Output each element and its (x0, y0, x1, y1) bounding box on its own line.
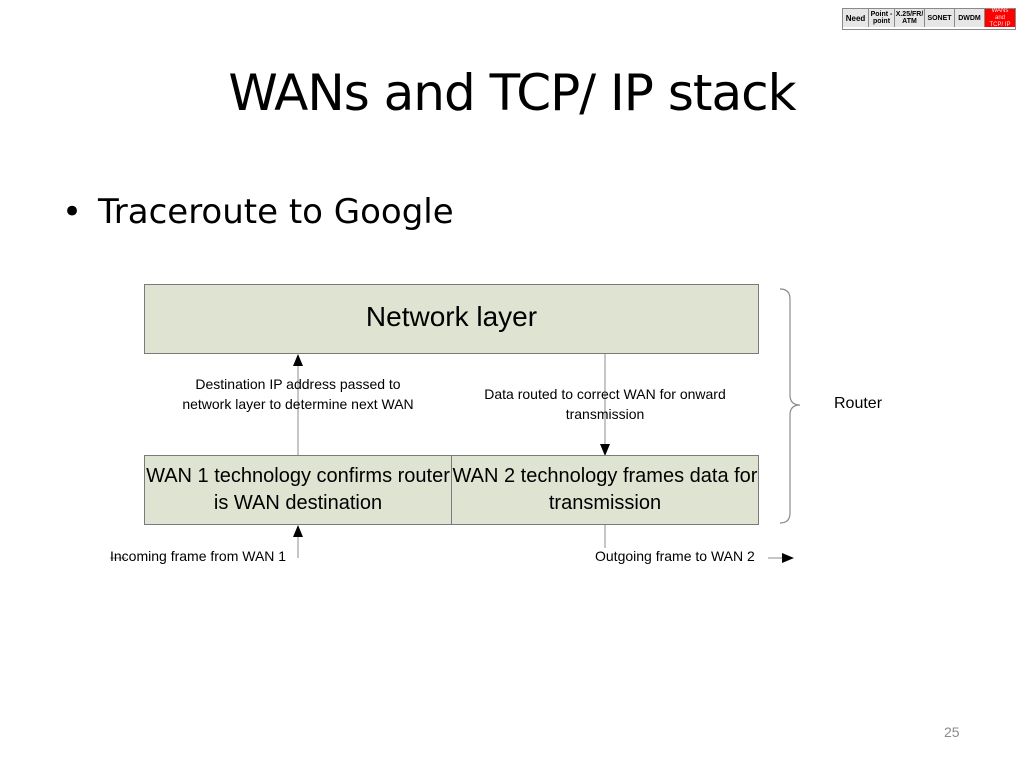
router-label: Router (834, 395, 883, 412)
network-layer-box: Network layer (144, 284, 759, 354)
outgoing-frame-label: Outgoing frame to WAN 2 (595, 548, 755, 564)
arrow-up-network-icon (293, 354, 303, 366)
nav-wans-and-tcp-ip[interactable]: WANs and TCP/ IP (985, 8, 1015, 28)
nav-point-to-point[interactable]: Point - point (869, 9, 895, 27)
incoming-frame-label: Incoming frame from WAN 1 (110, 548, 287, 564)
nav-x25-fr-atm[interactable]: X.25/FR/ ATM (895, 9, 925, 27)
slide-title: WANs and TCP/ IP stack (228, 64, 796, 122)
nav-sonet[interactable]: SONET (925, 9, 955, 27)
slide-navigation: Need Point - point X.25/FR/ ATM SONET DW… (842, 8, 1016, 30)
bullet-item: • Traceroute to Google (62, 192, 454, 232)
bullet-dot-icon: • (62, 192, 83, 232)
destination-note: Destination IP address passed to network… (182, 376, 414, 412)
page-number: 25 (944, 724, 960, 740)
bullet-text: Traceroute to Google (98, 192, 454, 232)
routing-note: Data routed to correct WAN for onward tr… (484, 386, 726, 422)
arrow-right-outgoing-icon (782, 553, 794, 563)
nav-dwdm[interactable]: DWDM (955, 9, 985, 27)
wan2-box: WAN 2 technology frames data for transmi… (451, 455, 759, 525)
arrow-up-wan1-icon (293, 525, 303, 537)
nav-need[interactable]: Need (843, 9, 869, 27)
wan1-box: WAN 1 technology confirms router is WAN … (144, 455, 452, 525)
router-brace (779, 288, 801, 524)
arrow-down-wan2-icon (600, 444, 610, 456)
